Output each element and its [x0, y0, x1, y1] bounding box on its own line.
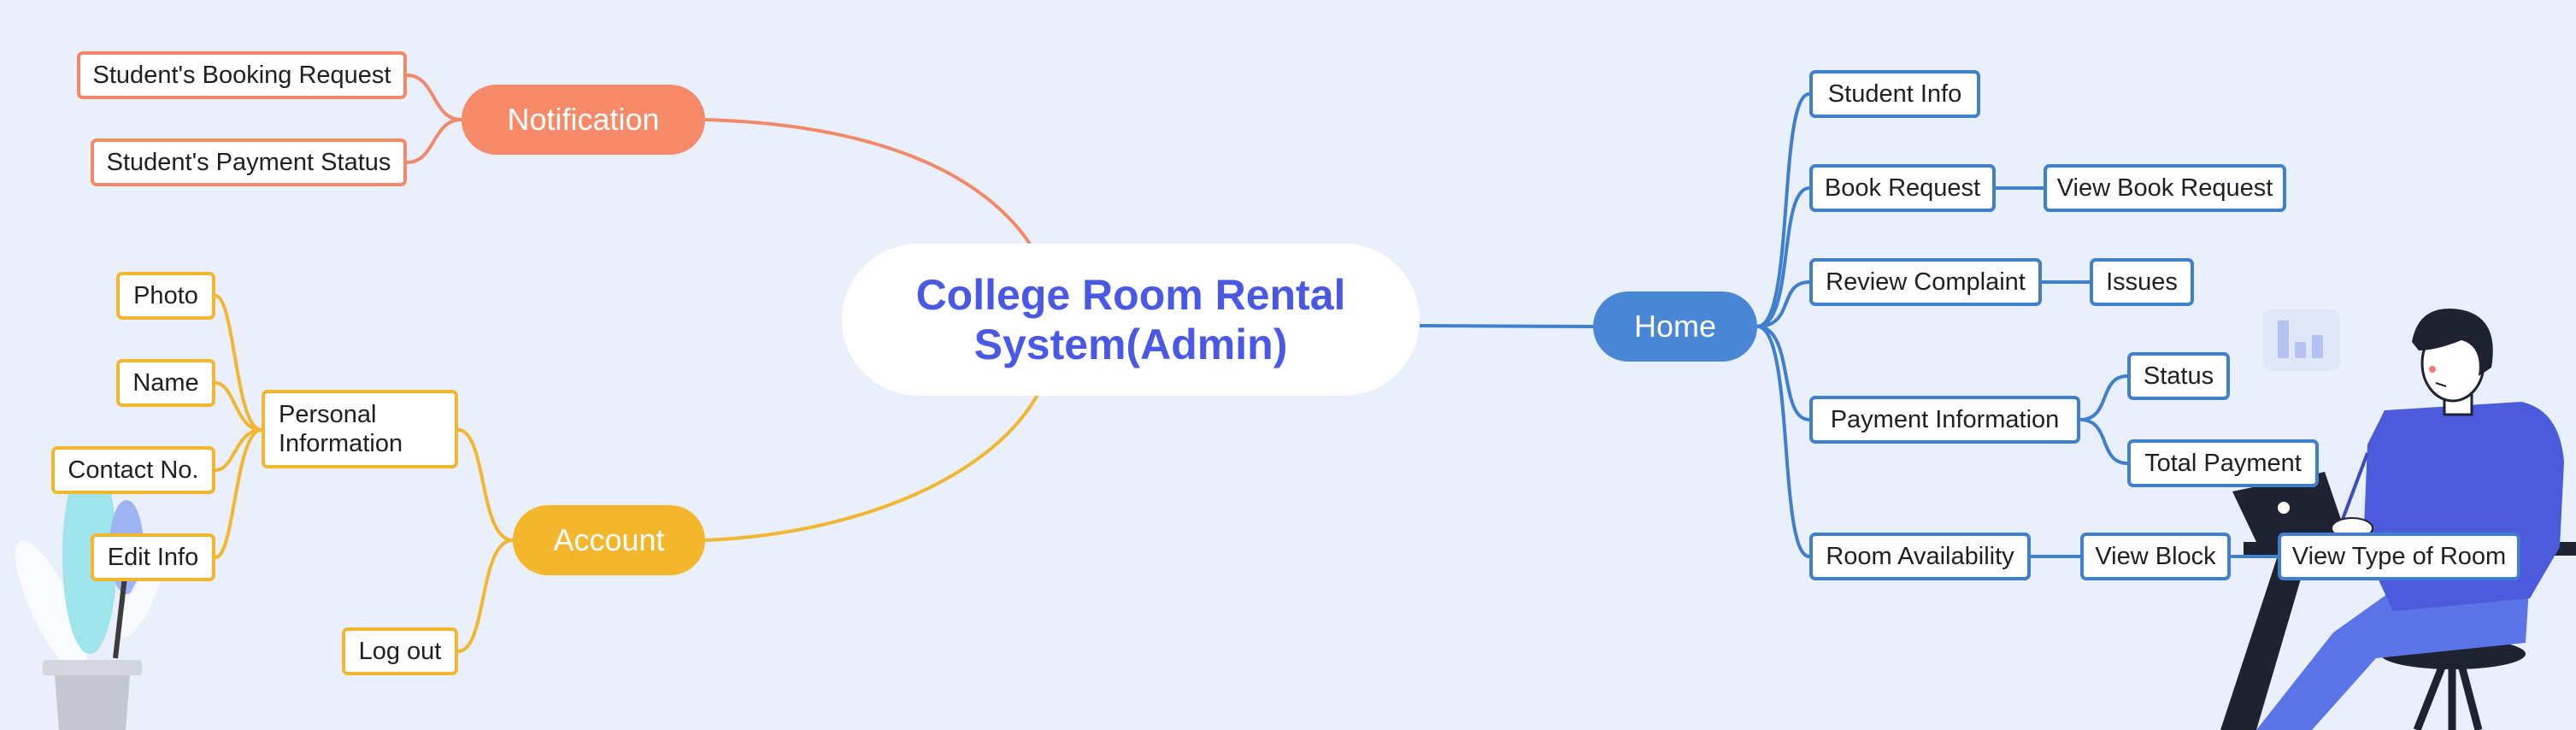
photo-node[interactable]: Photo	[116, 272, 215, 320]
edit-info-node[interactable]: Edit Info	[91, 533, 215, 581]
home-connectors	[1419, 92, 2278, 558]
account-topic[interactable]: Account	[513, 505, 705, 575]
personal-information-line-2: Information	[279, 430, 403, 457]
student-booking-request-node[interactable]: Student's Booking Request	[77, 51, 407, 99]
notification-connectors	[406, 74, 1032, 245]
room-availability-node[interactable]: Room Availability	[1809, 533, 2031, 580]
view-block-node[interactable]: View Block	[2080, 533, 2231, 580]
total-payment-node[interactable]: Total Payment	[2127, 439, 2319, 487]
central-topic-line-2: System(Admin)	[973, 321, 1288, 368]
status-node[interactable]: Status	[2127, 352, 2230, 400]
personal-information-node[interactable]: Personal Information	[262, 390, 458, 468]
contact-no-node[interactable]: Contact No.	[51, 446, 215, 494]
chart-icon	[2263, 309, 2340, 371]
notification-topic[interactable]: Notification	[462, 85, 705, 155]
payment-information-node[interactable]: Payment Information	[1809, 396, 2080, 444]
central-topic[interactable]: College Room Rental System(Admin)	[842, 244, 1420, 396]
issues-node[interactable]: Issues	[2090, 258, 2194, 306]
central-topic-line-1: College Room Rental	[915, 271, 1346, 319]
log-out-node[interactable]: Log out	[342, 627, 458, 675]
view-type-of-room-node[interactable]: View Type of Room	[2278, 533, 2520, 580]
account-connectors	[215, 294, 1040, 653]
home-topic[interactable]: Home	[1593, 291, 1757, 362]
student-payment-status-node[interactable]: Student's Payment Status	[91, 138, 407, 186]
plant-illustration	[15, 457, 162, 730]
book-request-node[interactable]: Book Request	[1809, 164, 1996, 212]
view-book-request-node[interactable]: View Book Request	[2044, 164, 2286, 212]
review-complaint-node[interactable]: Review Complaint	[1809, 258, 2042, 306]
name-node[interactable]: Name	[116, 359, 215, 407]
personal-information-line-1: Personal	[279, 401, 377, 428]
student-info-node[interactable]: Student Info	[1809, 70, 1980, 118]
